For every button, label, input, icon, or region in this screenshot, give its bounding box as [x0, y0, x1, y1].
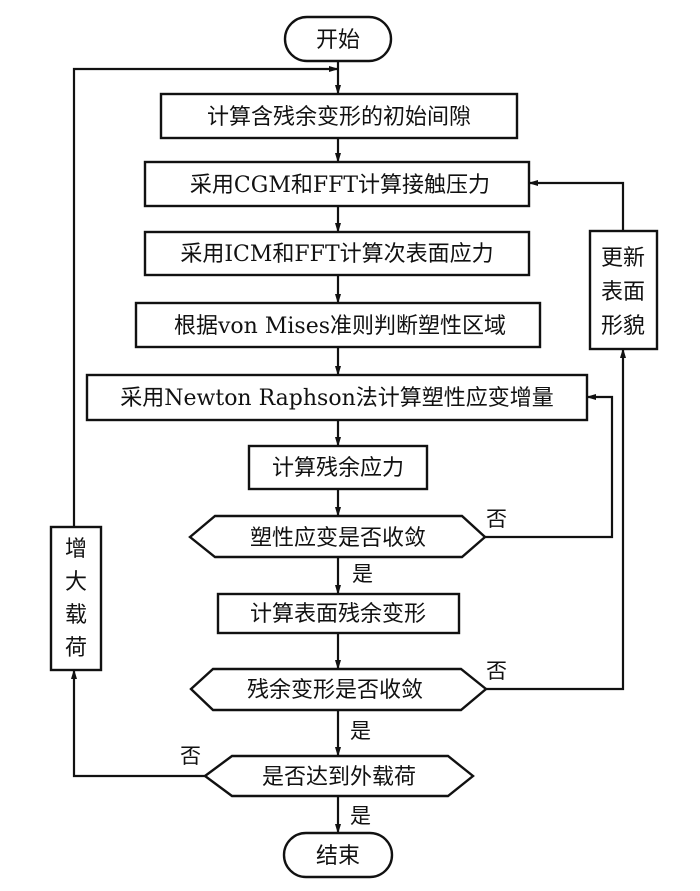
subsurface-stress-label: 采用ICM和FFT计算次表面应力: [180, 242, 493, 267]
contact-pressure-label: 采用CGM和FFT计算接触压力: [190, 173, 490, 198]
edge-label-deform-yes: 是: [350, 719, 371, 743]
increase-load-char2: 大: [65, 570, 87, 595]
process-plastic-strain: 采用Newton Raphson法计算塑性应变增量: [85, 373, 589, 422]
process-increase-load: 增 大 载 荷: [49, 525, 103, 672]
load-reached-label: 是否达到外载荷: [262, 765, 416, 790]
end-terminal: 结束: [282, 831, 394, 879]
decision-deform-converge: 残余变形是否收敛: [189, 667, 488, 712]
edge-label-strain-no: 否: [486, 507, 507, 531]
arrow-decision1-no-loop: [485, 394, 614, 539]
arrow-decision3-no-to-increase: [71, 669, 205, 778]
process-subsurface-stress: 采用ICM和FFT计算次表面应力: [143, 230, 531, 277]
surface-residual-label: 计算表面残余变形: [250, 602, 426, 627]
process-contact-pressure: 采用CGM和FFT计算接触压力: [143, 160, 531, 208]
process-plastic-zone: 根据von Mises准则判断塑性区域: [134, 301, 542, 349]
edge-label-load-no: 否: [180, 744, 201, 768]
start-label: 开始: [316, 28, 360, 53]
edge-label-strain-yes: 是: [352, 562, 373, 586]
increase-load-char4: 荷: [65, 636, 87, 661]
arrow-update-to-contact: [528, 180, 625, 231]
increase-load-char1: 增: [65, 537, 87, 562]
init-gap-label: 计算含残余变形的初始间隙: [207, 105, 471, 130]
arrow-decision2-no-to-update: [486, 348, 626, 691]
process-update-surface: 更新 表面 形貌: [588, 229, 659, 351]
strain-converge-label: 塑性应变是否收敛: [250, 526, 426, 551]
decision-load-reached: 是否达到外载荷: [202, 754, 475, 798]
start-terminal: 开始: [283, 15, 393, 63]
process-residual-stress: 计算残余应力: [247, 444, 429, 491]
decision-strain-converge: 塑性应变是否收敛: [188, 514, 487, 559]
edge-label-load-yes: 是: [350, 804, 371, 828]
deform-converge-label: 残余变形是否收敛: [247, 678, 423, 703]
plastic-zone-label: 根据von Mises准则判断塑性区域: [174, 314, 506, 339]
arrow-increase-to-top: [72, 66, 339, 527]
increase-load-char3: 载: [65, 603, 87, 628]
update-surface-line1: 更新: [601, 246, 645, 271]
residual-stress-label: 计算残余应力: [272, 456, 404, 481]
process-surface-residual: 计算表面残余变形: [216, 592, 461, 635]
process-init-gap: 计算含残余变形的初始间隙: [159, 92, 519, 140]
edge-label-deform-no: 否: [486, 659, 507, 683]
plastic-strain-label: 采用Newton Raphson法计算塑性应变增量: [120, 386, 554, 411]
update-surface-line2: 表面: [601, 280, 645, 305]
update-surface-line3: 形貌: [601, 314, 645, 339]
end-label: 结束: [316, 844, 360, 869]
